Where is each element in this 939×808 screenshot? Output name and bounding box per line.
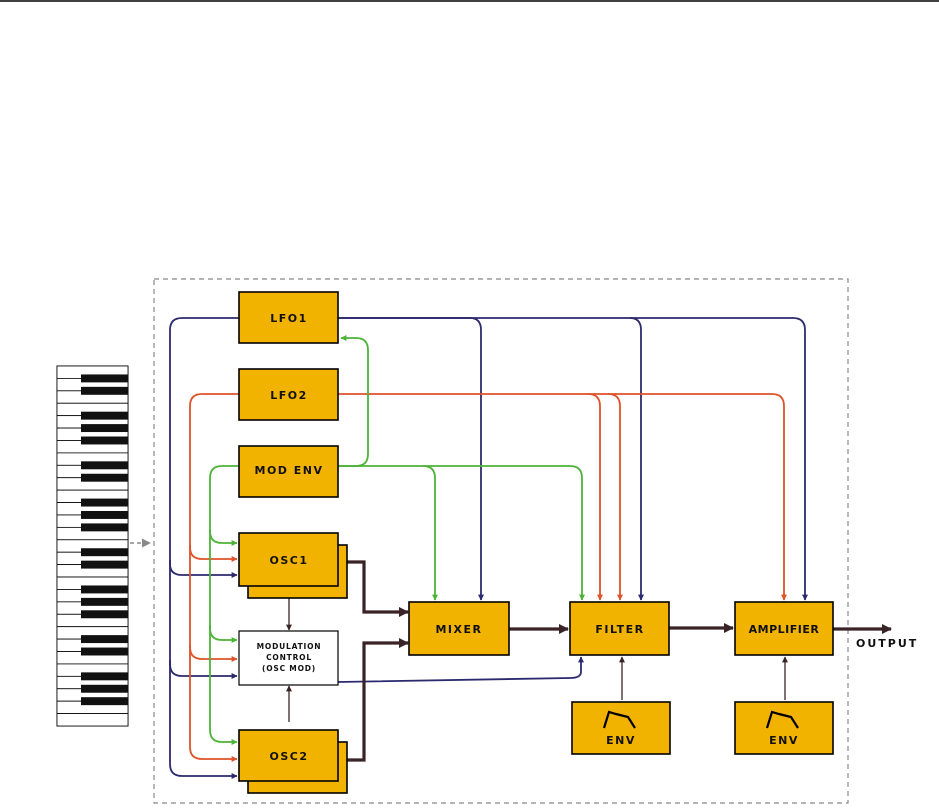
mixer-block: MIXER xyxy=(408,601,510,656)
lfo2-label: LFO2 xyxy=(270,389,308,402)
black-key xyxy=(81,523,128,532)
black-key xyxy=(81,585,128,594)
output-label: OUTPUT xyxy=(856,637,918,650)
amp-env-block: ENV xyxy=(734,701,834,755)
black-key xyxy=(81,635,128,644)
black-key xyxy=(81,424,128,433)
lfo2-routes xyxy=(189,393,787,762)
filter-env-block: ENV xyxy=(571,701,671,755)
black-key xyxy=(81,548,128,557)
mod-control-label-2: CONTROL xyxy=(266,653,312,662)
black-key xyxy=(81,560,128,569)
black-key xyxy=(81,610,128,619)
mod-control-block: MODULATION CONTROL (OSC MOD) xyxy=(238,630,339,686)
osc1-block: OSC1 xyxy=(238,532,348,599)
lfo1-block: LFO1 xyxy=(238,291,339,344)
black-key xyxy=(81,436,128,445)
mod-env-block: MOD ENV xyxy=(238,445,339,498)
mod-env-routes xyxy=(209,335,585,745)
mod-control-label-3: (OSC MOD) xyxy=(262,664,316,673)
black-key xyxy=(81,473,128,482)
filter-env-label: ENV xyxy=(606,734,636,747)
black-key xyxy=(81,386,128,395)
black-key xyxy=(81,498,128,507)
filter-block: FILTER xyxy=(569,601,670,656)
mixer-label: MIXER xyxy=(435,623,482,636)
black-key xyxy=(81,374,128,383)
amp-env-label: ENV xyxy=(769,734,799,747)
lfo1-label: LFO1 xyxy=(270,312,308,325)
osc2-block: OSC2 xyxy=(238,729,348,794)
black-key xyxy=(81,672,128,681)
osc1-label: OSC1 xyxy=(270,554,309,567)
osc2-label: OSC2 xyxy=(270,750,309,763)
black-key xyxy=(81,510,128,519)
lfo1-routes xyxy=(169,317,808,779)
envelope-icon xyxy=(602,710,636,729)
black-key xyxy=(81,597,128,606)
black-key xyxy=(81,697,128,706)
mod-control-label-1: MODULATION xyxy=(257,642,322,651)
black-key xyxy=(81,684,128,693)
mod-env-label: MOD ENV xyxy=(255,464,324,477)
envelope-icon xyxy=(765,710,799,729)
black-key xyxy=(81,647,128,656)
keyboard xyxy=(56,365,129,727)
synth-boundary xyxy=(153,278,849,804)
white-key xyxy=(56,713,129,727)
black-key xyxy=(81,411,128,420)
black-key xyxy=(81,461,128,470)
amplifier-label: AMPLIFIER xyxy=(749,623,820,636)
filter-label: FILTER xyxy=(595,623,644,636)
audio-path xyxy=(286,560,892,762)
amplifier-block: AMPLIFIER xyxy=(734,601,834,656)
lfo2-block: LFO2 xyxy=(238,368,339,421)
